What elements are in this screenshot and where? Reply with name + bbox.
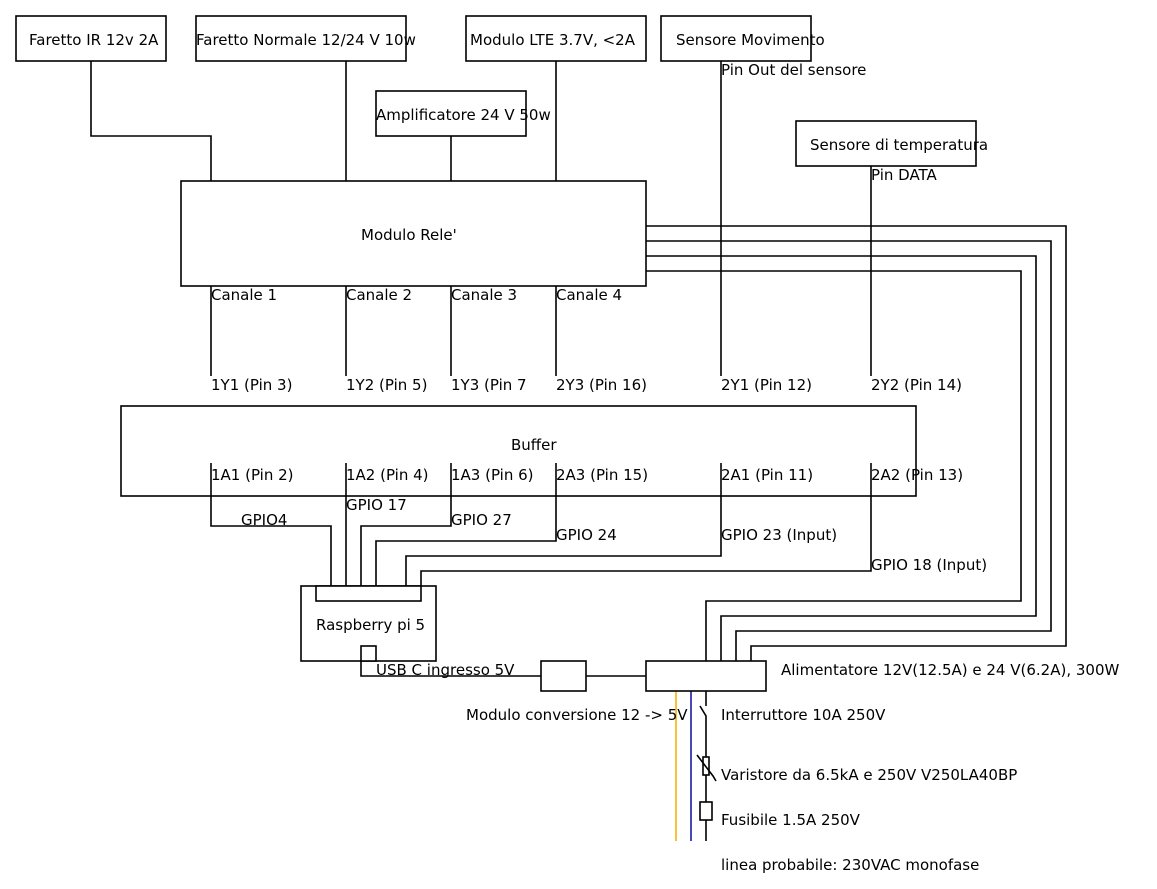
buffer-output-2y3: 2Y3 (Pin 16) — [556, 376, 647, 394]
mains-line-label: linea probabile: 230VAC monofase — [721, 856, 979, 874]
buffer-output-1y1: 1Y1 (Pin 3) — [211, 376, 292, 394]
channel-3-label: Canale 3 — [451, 286, 517, 304]
motion-sensor-box[interactable] — [660, 15, 812, 62]
buffer-label: Buffer — [511, 436, 557, 454]
switch-label: Interruttore 10A 250V — [721, 706, 886, 724]
buffer-input-2a1: 2A1 (Pin 11) — [721, 466, 813, 484]
buffer-output-1y2: 1Y2 (Pin 5) — [346, 376, 427, 394]
gpio4-label: GPIO4 — [241, 511, 287, 529]
normal-spot-label: Faretto Normale 12/24 V 10w — [196, 31, 416, 49]
channel-2-label: Canale 2 — [346, 286, 412, 304]
gpio18-label: GPIO 18 (Input) — [871, 556, 987, 574]
buffer-input-1a1: 1A1 (Pin 2) — [211, 466, 294, 484]
wire-relay-power-1 — [646, 225, 1067, 661]
gpio-header — [315, 585, 422, 602]
gpio27-label: GPIO 27 — [451, 511, 512, 529]
fuse-label: Fusibile 1.5A 250V — [721, 811, 861, 829]
fuse-icon — [699, 801, 713, 821]
temp-sensor-box[interactable] — [795, 120, 977, 167]
varistor-label: Varistore da 6.5kA e 250V V250LA40BP — [721, 766, 1017, 784]
wire-gpio18 — [420, 466, 872, 586]
gpio17-label: GPIO 17 — [346, 496, 407, 514]
channel-4-label: Canale 4 — [556, 286, 622, 304]
gpio23-label: GPIO 23 (Input) — [721, 526, 837, 544]
motion-sensor-pin-label: Pin Out del sensore — [721, 61, 866, 79]
lte-module-label: Modulo LTE 3.7V, <2A — [470, 31, 636, 49]
channel-1-label: Canale 1 — [211, 286, 277, 304]
amplifier-box[interactable] — [375, 90, 527, 137]
temp-sensor-label: Sensore di temperatura — [810, 136, 988, 154]
buffer-input-1a2: 1A2 (Pin 4) — [346, 466, 429, 484]
usb-c-port — [360, 645, 377, 662]
buffer-output-1y3: 1Y3 (Pin 7 — [451, 376, 527, 394]
varistor-slash — [696, 754, 717, 782]
buffer-input-2a3: 2A3 (Pin 15) — [556, 466, 648, 484]
wire-relay-power-2 — [646, 240, 1052, 661]
gpio24-label: GPIO 24 — [556, 526, 617, 544]
psu-box[interactable] — [645, 660, 767, 692]
relay-module-label: Modulo Rele' — [361, 226, 457, 244]
amplifier-label: Amplificatore 24 V 50w — [376, 106, 551, 124]
wire-usb-c — [360, 661, 541, 677]
normal-spot-box[interactable] — [195, 15, 407, 62]
wire-relay-power-4 — [646, 270, 1022, 661]
buffer-output-2y1: 2Y1 (Pin 12) — [721, 376, 812, 394]
buffer-input-2a2: 2A2 (Pin 13) — [871, 466, 963, 484]
switch-icon — [699, 705, 707, 841]
buffer-box[interactable] — [120, 405, 917, 497]
temp-sensor-pin-label: Pin DATA — [871, 166, 938, 184]
converter-box[interactable] — [540, 660, 587, 692]
ir-spot-label: Faretto IR 12v 2A — [29, 31, 159, 49]
psu-label: Alimentatore 12V(12.5A) e 24 V(6.2A), 30… — [781, 661, 1119, 679]
lte-module-box[interactable] — [465, 15, 647, 62]
wire-relay-power-3 — [646, 255, 1037, 661]
wire-gpio23 — [405, 466, 722, 586]
converter-label: Modulo conversione 12 -> 5V — [466, 706, 688, 724]
raspberry-label: Raspberry pi 5 — [316, 616, 425, 634]
motion-sensor-label: Sensore Movimento — [676, 31, 825, 49]
buffer-output-2y2: 2Y2 (Pin 14) — [871, 376, 962, 394]
ir-spot-box[interactable] — [15, 15, 167, 62]
wire-ir-spot — [90, 61, 212, 181]
relay-module-box[interactable] — [180, 180, 647, 287]
wire-gpio24 — [375, 466, 557, 586]
buffer-input-1a3: 1A3 (Pin 6) — [451, 466, 534, 484]
usb-c-label: USB C ingresso 5V — [376, 661, 515, 679]
